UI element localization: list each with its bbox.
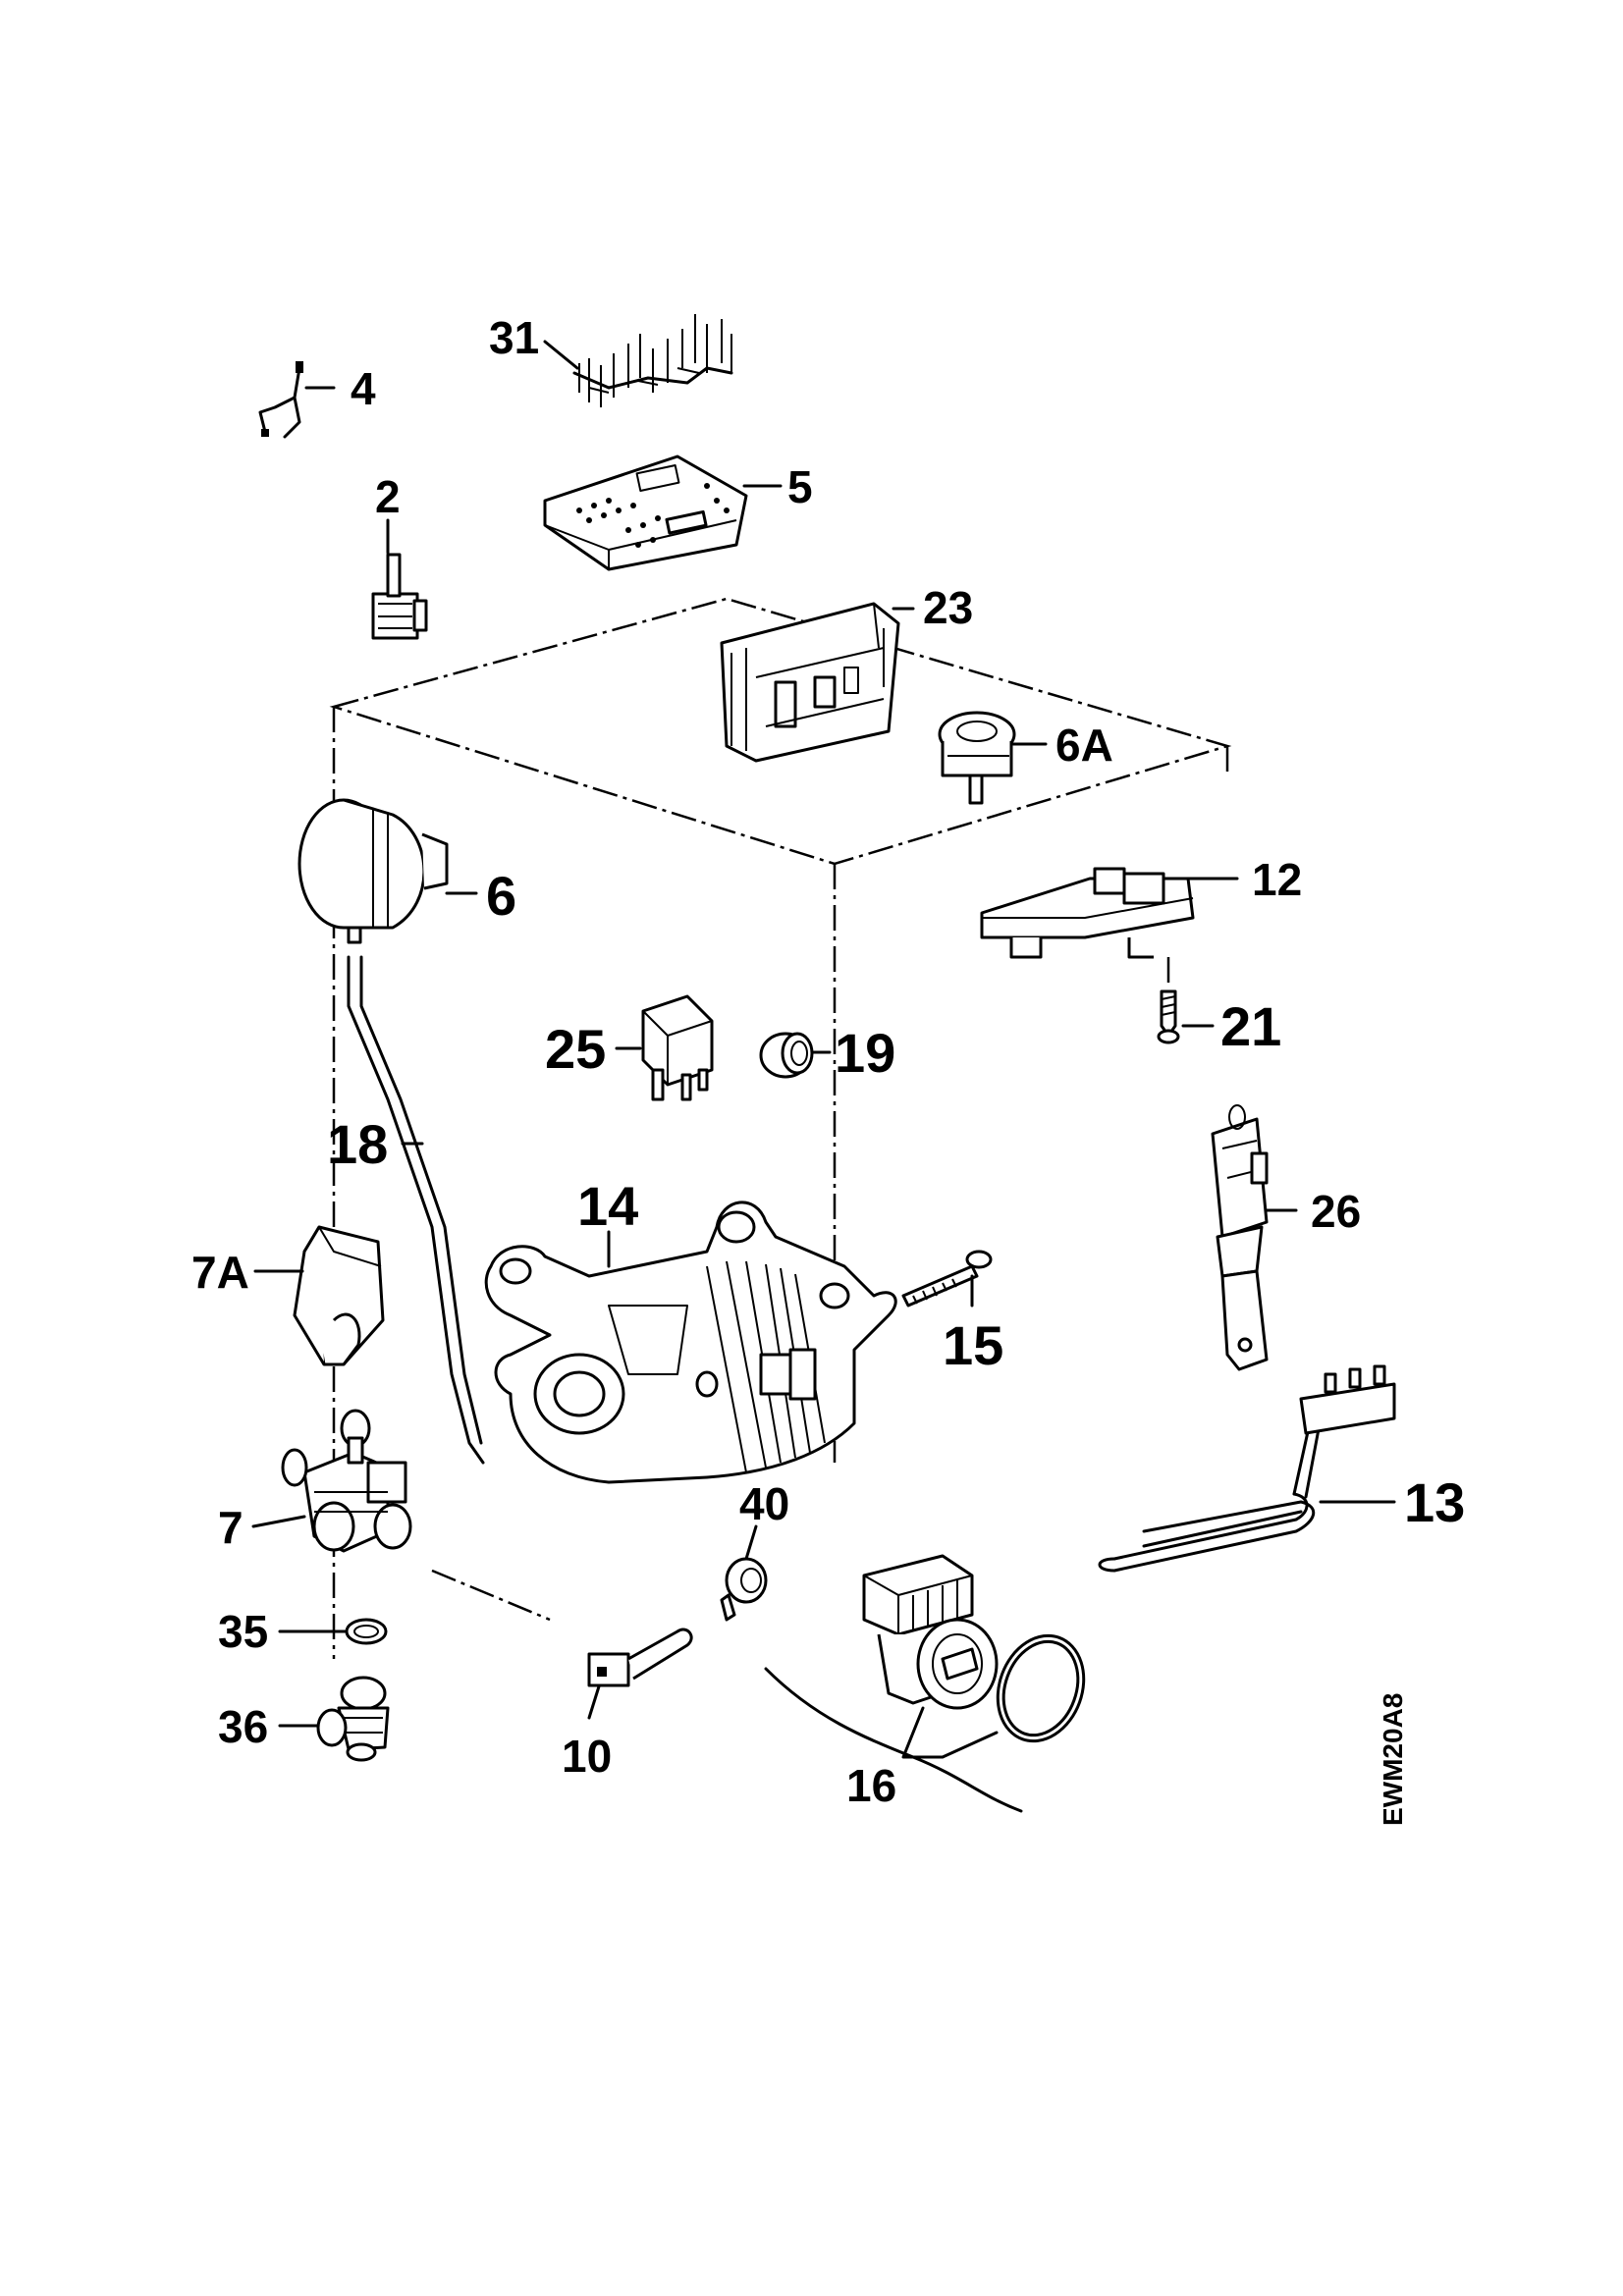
suppressor-part-26 [1211,1104,1269,1371]
door-interlock-part-12 [980,867,1195,959]
selector-switch-part-2 [371,553,428,640]
callout-23: 23 [923,582,973,633]
callout-25: 25 [545,1018,606,1080]
callout-10: 10 [562,1731,612,1782]
callout-6: 6 [486,865,516,927]
callout-13: 13 [1404,1471,1465,1533]
pressure-switch-part-6a [938,711,1016,805]
seal-ring-part-35 [345,1618,388,1645]
callout-26: 26 [1311,1186,1361,1237]
callout-31: 31 [489,312,539,363]
inlet-valve-part-7 [281,1409,412,1553]
callout-2: 2 [375,471,401,522]
connector-part-36 [316,1676,390,1762]
hose-part-18 [347,955,485,1465]
bolt-part-15 [901,1250,993,1308]
wiring-harness-part-31 [572,314,733,407]
grommet-part-19 [759,1032,814,1079]
callout-18: 18 [327,1113,388,1175]
callout-35: 35 [218,1606,268,1657]
callout-16: 16 [846,1760,896,1811]
temperature-sensor-part-10 [587,1628,693,1687]
callout-5: 5 [787,461,813,512]
callout-21: 21 [1220,995,1281,1057]
leader-lines [251,340,1396,1759]
wire-part-4 [258,361,303,439]
drawing-code: EWM20A8 [1378,1693,1408,1826]
callout-19: 19 [835,1022,895,1084]
callout-12: 12 [1252,854,1302,905]
callout-40: 40 [739,1478,789,1529]
dispenser-cap-part-7a [293,1225,385,1366]
callout-7a: 7A [191,1247,249,1298]
heating-element-part-13 [1098,1364,1396,1573]
callout-14: 14 [577,1175,638,1237]
electronic-board-part-5 [543,454,748,571]
callout-36: 36 [218,1701,268,1752]
drain-pump-part-16 [764,1554,1086,1813]
callout-7: 7 [218,1502,243,1553]
motor-part-14 [484,1201,897,1484]
capacitor-part-25 [641,994,714,1101]
callout-6a: 6A [1055,720,1113,771]
programmer-timer-part-6 [298,798,449,944]
screw-part-21 [1157,957,1180,1044]
clip-part-40 [720,1557,768,1622]
callout-labels: 31 4 5 2 23 6A 6 12 21 25 19 18 14 26 7A… [191,312,1465,1811]
control-module-part-23 [720,602,900,763]
callout-15: 15 [943,1314,1003,1376]
callout-4: 4 [351,363,376,414]
